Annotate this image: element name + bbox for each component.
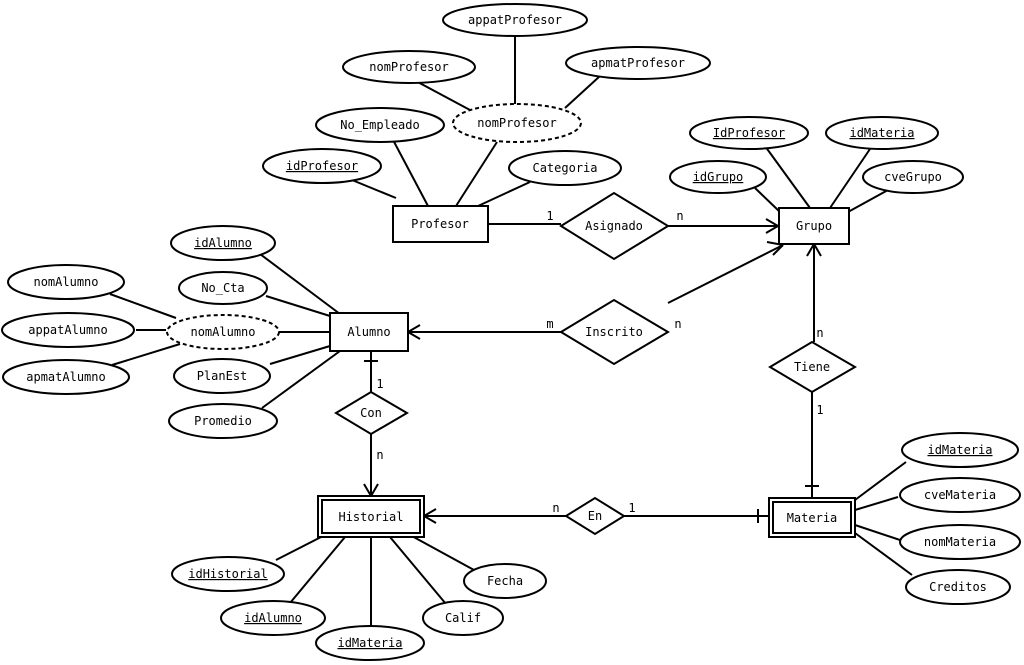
attr-alumno-apmat-label: apmatAlumno (26, 370, 105, 384)
attr-profesor-nombre[interactable]: nomProfesor (342, 50, 476, 84)
attr-materia-id[interactable]: idMateria (901, 432, 1019, 468)
attr-alumno-id-label: idAlumno (194, 236, 252, 250)
attr-grupo-id-grupo-label: idGrupo (693, 170, 744, 184)
attr-profesor-apmat-label: apmatProfesor (591, 56, 685, 70)
attr-alumno-nom-composite[interactable]: nomAlumno (166, 314, 280, 350)
entity-materia-label: Materia (787, 511, 838, 525)
attr-profesor-categoria-label: Categoria (532, 161, 597, 175)
attr-grupo-id-profesor[interactable]: IdProfesor (689, 116, 809, 150)
relationship-asignado-label: Asignado (585, 219, 643, 233)
attr-grupo-id-materia-label: idMateria (849, 126, 914, 140)
attr-profesor-nom-composite[interactable]: nomProfesor (452, 103, 582, 143)
relationship-asignado[interactable]: Asignado (559, 191, 670, 261)
relationship-en[interactable]: En (564, 496, 626, 536)
attr-alumno-no-cta-label: No_Cta (201, 281, 244, 295)
attr-alumno-appat-label: appatAlumno (28, 323, 107, 337)
entity-alumno-label: Alumno (347, 325, 390, 339)
attr-profesor-nom-composite-label: nomProfesor (477, 116, 556, 130)
card-asignado-grupo: n (676, 209, 683, 223)
attr-alumno-plan-label: PlanEst (197, 369, 248, 383)
relationship-inscrito-label: Inscrito (585, 325, 643, 339)
attr-historial-id-alumno[interactable]: idAlumno (220, 600, 326, 636)
attr-grupo-cve-label: cveGrupo (884, 170, 942, 184)
attr-materia-creditos-label: Creditos (929, 580, 987, 594)
attr-historial-fecha[interactable]: Fecha (463, 563, 547, 599)
attr-profesor-id-label: idProfesor (286, 159, 358, 173)
card-asignado-profesor: 1 (546, 209, 553, 223)
attr-materia-cve[interactable]: cveMateria (899, 477, 1021, 513)
attr-alumno-promedio[interactable]: Promedio (168, 403, 278, 439)
entity-alumno[interactable]: Alumno (329, 312, 409, 352)
entity-grupo[interactable]: Grupo (778, 207, 850, 245)
attr-alumno-id[interactable]: idAlumno (170, 225, 276, 261)
card-en-materia: 1 (628, 501, 635, 515)
entity-materia[interactable]: Materia (768, 497, 856, 538)
relationship-inscrito[interactable]: Inscrito (559, 298, 670, 366)
attr-alumno-nombre-label: nomAlumno (33, 275, 98, 289)
entity-profesor[interactable]: Profesor (392, 205, 489, 243)
attr-grupo-cve[interactable]: cveGrupo (862, 160, 964, 194)
attr-profesor-no-empleado-label: No_Empleado (340, 118, 419, 132)
card-tiene-materia: 1 (816, 403, 823, 417)
card-inscrito-alumno: m (546, 317, 553, 331)
cardinalities: 1 n m n n 1 1 n n 1 (376, 209, 823, 515)
attr-materia-nombre[interactable]: nomMateria (899, 524, 1021, 560)
card-en-historial: n (552, 501, 559, 515)
attr-materia-id-label: idMateria (927, 443, 992, 457)
attr-materia-cve-label: cveMateria (924, 488, 996, 502)
attr-alumno-appat[interactable]: appatAlumno (1, 312, 135, 348)
attr-profesor-appat-label: appatProfesor (468, 13, 562, 27)
attr-materia-nombre-label: nomMateria (924, 535, 996, 549)
attr-profesor-apmat[interactable]: apmatProfesor (565, 46, 711, 80)
relationship-tiene-label: Tiene (794, 360, 830, 374)
attr-historial-fecha-label: Fecha (487, 574, 523, 588)
attr-historial-id-materia-label: idMateria (337, 636, 402, 650)
card-con-historial: n (376, 448, 383, 462)
relationship-con-label: Con (360, 406, 382, 420)
connectors (109, 36, 913, 627)
attr-profesor-no-empleado[interactable]: No_Empleado (315, 107, 445, 143)
entity-profesor-label: Profesor (411, 217, 469, 231)
attr-alumno-promedio-label: Promedio (194, 414, 252, 428)
attr-grupo-id-grupo[interactable]: idGrupo (669, 160, 767, 194)
attr-historial-id-materia[interactable]: idMateria (315, 625, 425, 661)
attr-historial-calif-label: Calif (445, 611, 481, 625)
relationship-tiene[interactable]: Tiene (768, 340, 857, 394)
attr-materia-creditos[interactable]: Creditos (905, 569, 1011, 605)
attr-historial-calif[interactable]: Calif (422, 600, 504, 636)
relationship-en-label: En (588, 509, 602, 523)
attr-grupo-id-materia[interactable]: idMateria (825, 116, 939, 150)
attr-historial-id[interactable]: idHistorial (171, 556, 285, 592)
attr-alumno-nom-composite-label: nomAlumno (190, 325, 255, 339)
attr-grupo-id-profesor-label: IdProfesor (713, 126, 785, 140)
relationship-con[interactable]: Con (334, 390, 409, 436)
attr-profesor-nombre-label: nomProfesor (369, 60, 448, 74)
attr-profesor-appat[interactable]: appatProfesor (442, 3, 588, 37)
entity-historial[interactable]: Historial (317, 495, 425, 538)
attr-alumno-no-cta[interactable]: No_Cta (178, 271, 268, 305)
attr-historial-id-alumno-label: idAlumno (244, 611, 302, 625)
attr-profesor-id[interactable]: idProfesor (262, 148, 382, 184)
attr-alumno-plan[interactable]: PlanEst (173, 358, 271, 394)
attr-historial-id-label: idHistorial (188, 567, 267, 581)
entity-grupo-label: Grupo (796, 219, 832, 233)
card-tiene-grupo: n (816, 326, 823, 340)
card-con-alumno: 1 (376, 377, 383, 391)
card-inscrito-grupo: n (674, 317, 681, 331)
attr-alumno-nombre[interactable]: nomAlumno (7, 264, 125, 300)
attr-profesor-categoria[interactable]: Categoria (508, 150, 622, 186)
attr-alumno-apmat[interactable]: apmatAlumno (2, 359, 130, 395)
entity-historial-label: Historial (338, 510, 403, 524)
